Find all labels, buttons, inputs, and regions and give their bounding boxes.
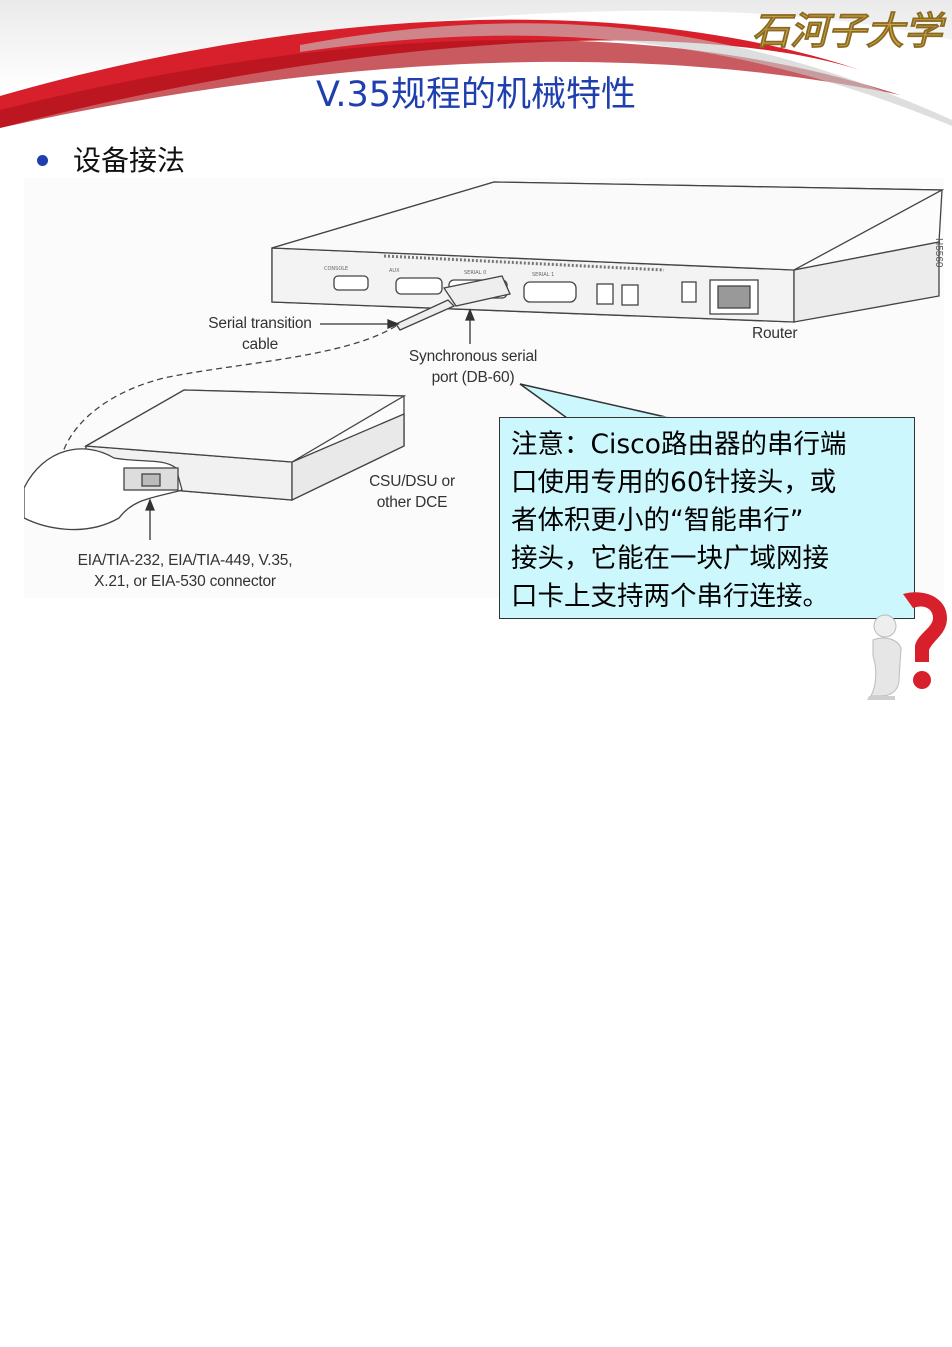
callout-line: 接头，它能在一块广域网接 bbox=[511, 543, 829, 574]
serial-cable-label: Serial transition cable bbox=[208, 315, 312, 353]
figure-code: H5560 bbox=[933, 238, 944, 268]
callout-line: 注意：Cisco路由器的串行端 bbox=[511, 429, 847, 460]
svg-text:SERIAL 0: SERIAL 0 bbox=[464, 270, 486, 276]
header-banner bbox=[0, 0, 952, 128]
svg-text:石河子大学: 石河子大学 bbox=[752, 8, 947, 53]
svg-text:SERIAL 1: SERIAL 1 bbox=[532, 272, 554, 278]
callout-line: 口卡上支持两个串行连接。 bbox=[511, 581, 829, 612]
thinking-figure-question-icon bbox=[867, 592, 947, 700]
callout-line: 者体积更小的“智能串行” bbox=[511, 505, 804, 536]
csu-dsu-label: CSU/DSU or other DCE bbox=[369, 473, 455, 511]
connector-label: EIA/TIA-232, EIA/TIA-449, V.35, X.21, or… bbox=[77, 552, 293, 590]
csu-dsu-illustration bbox=[24, 389, 407, 531]
router-label: Router bbox=[752, 325, 798, 342]
svg-text:CONSOLE: CONSOLE bbox=[324, 266, 348, 272]
svg-text:AUX: AUX bbox=[389, 268, 400, 274]
bullet-text: 设备接法 bbox=[73, 144, 186, 177]
sync-port-label: Synchronous serial port (DB-60) bbox=[408, 348, 538, 386]
note-callout: 注意：Cisco路由器的串行端 口使用专用的60针接头，或 者体积更小的“智能串… bbox=[499, 417, 915, 619]
device-connection-diagram: CONSOLE AUX SERIAL 0 SERIAL 1 H5560 bbox=[24, 178, 944, 598]
bullet-dot bbox=[37, 155, 48, 166]
page-title: V.35规程的机械特性 bbox=[315, 75, 637, 115]
callout-line: 口使用专用的60针接头，或 bbox=[511, 467, 837, 498]
university-logo: 石河子大学 bbox=[752, 8, 948, 54]
